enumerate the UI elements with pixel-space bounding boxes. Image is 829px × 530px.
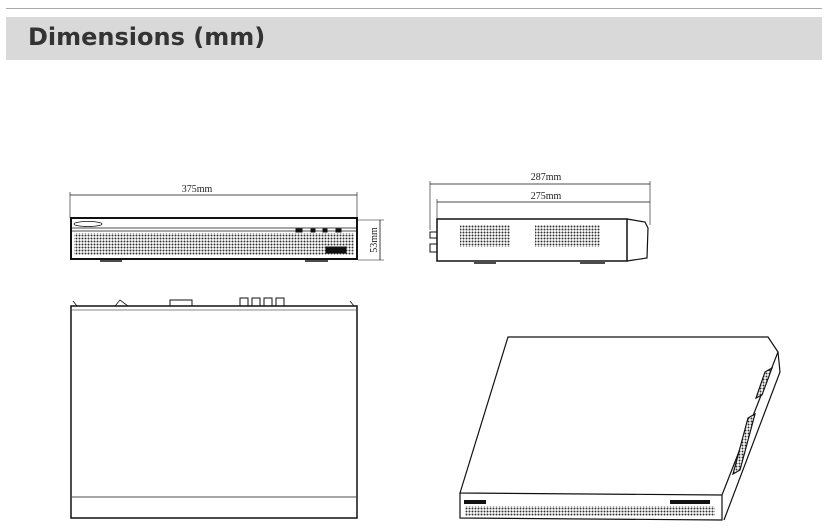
- side-view-drawing: [429, 181, 651, 264]
- body-depth-label: 275mm: [531, 191, 562, 202]
- top-view-drawing: [70, 297, 358, 519]
- section-title: Dimensions (mm): [28, 23, 266, 51]
- total-depth-label: 287mm: [531, 172, 562, 183]
- section-header: Dimensions (mm): [6, 17, 822, 60]
- height-dimension-label: 53mm: [369, 227, 380, 253]
- top-rule: [6, 8, 822, 9]
- front-view-drawing: [69, 192, 384, 262]
- width-dimension-label: 375mm: [182, 184, 213, 195]
- isometric-view-drawing: [459, 336, 781, 521]
